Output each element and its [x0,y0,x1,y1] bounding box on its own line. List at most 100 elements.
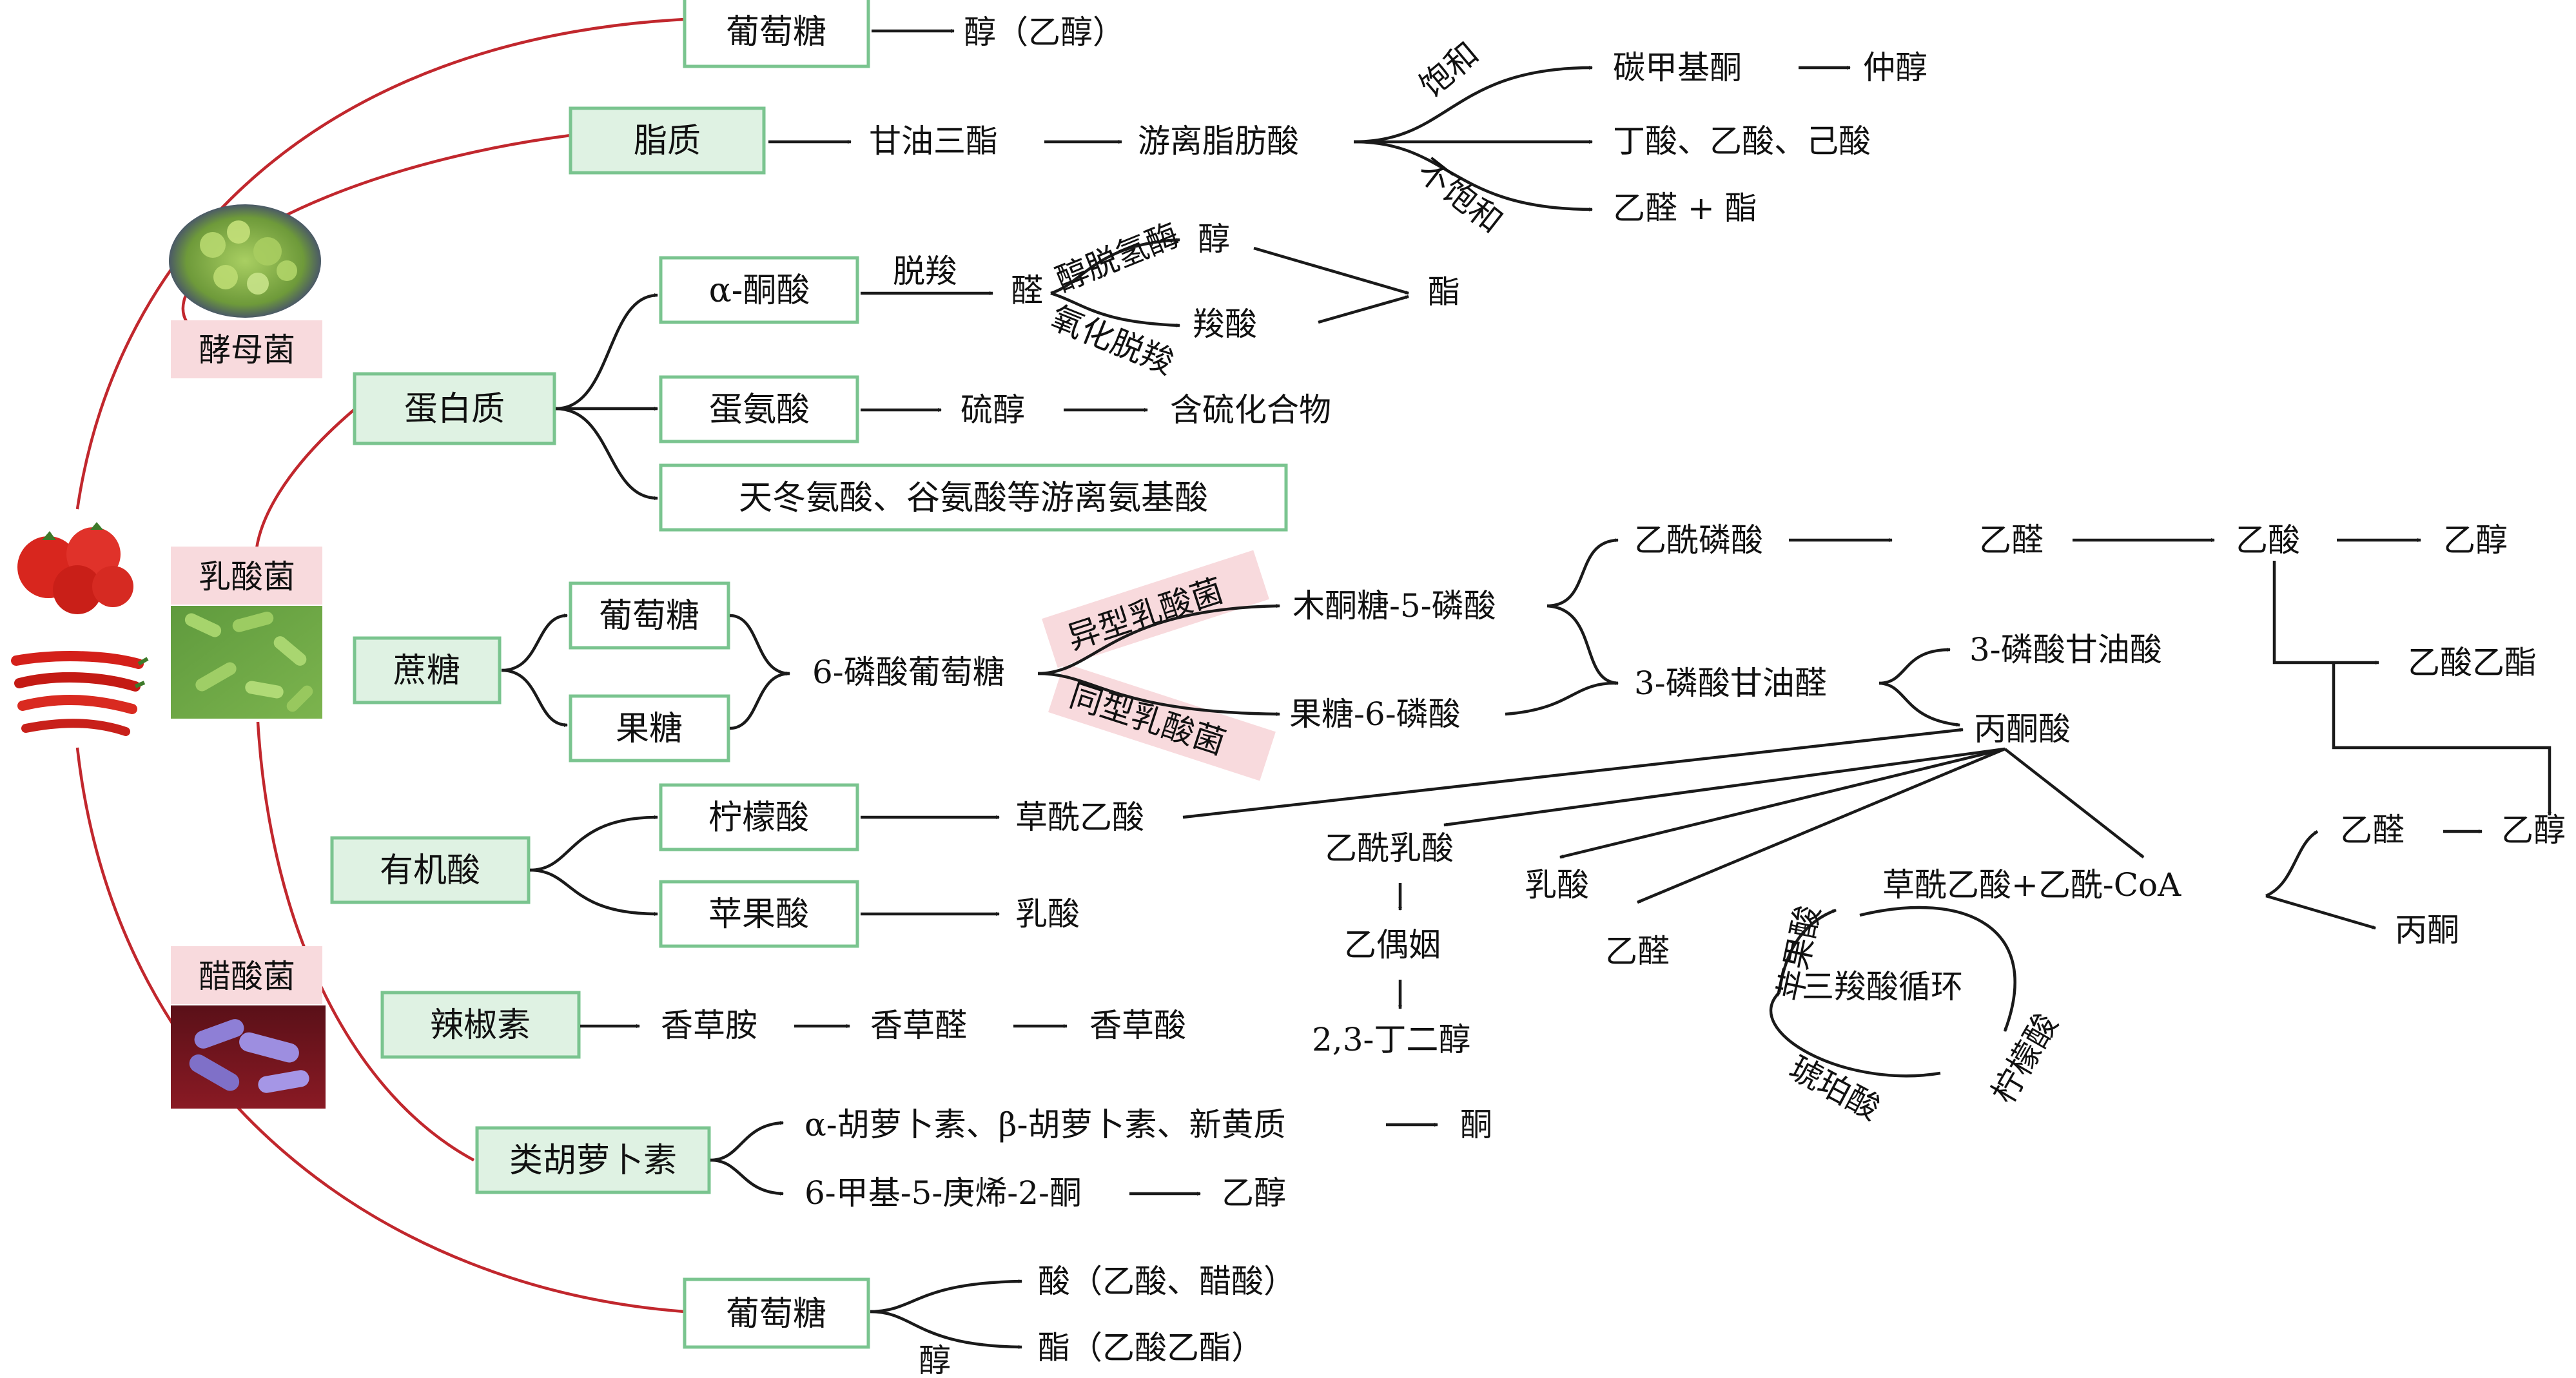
g6p-label: 6-磷酸葡萄糖 [812,654,1005,691]
lipid-step1: 甘油三酯 [869,122,998,160]
decarb-label: 脱羧 [893,253,957,290]
tca-label: 三羧酸循环 [1802,968,1963,1005]
aldehyde-label: 醛 [1011,272,1043,309]
acetylp-label: 乙酰磷酸 [1634,521,1763,559]
top-glucose-label: 葡萄糖 [726,13,826,52]
tca-succinic-label: 琥珀酸 [1783,1049,1886,1127]
acetoin-label: 乙偶姻 [1344,926,1441,964]
bottom-ester-label: 酯（乙酸乙酯） [1038,1329,1264,1366]
tca-citric-label: 柠檬酸 [1984,1007,2065,1110]
vanillic-label: 香草酸 [1089,1007,1186,1044]
butanediol-label: 2,3-丁二醇 [1312,1021,1470,1058]
sucrose-fructose-box [569,694,730,762]
link-acetic-glucose [75,747,685,1314]
lipid-label: 脂质 [634,122,701,160]
carboxylic-label: 羧酸 [1193,306,1257,343]
bottom-acid-label: 酸（乙酸、醋酸） [1038,1263,1296,1300]
x5p-label: 木酮糖-5-磷酸 [1293,587,1496,625]
link-lactic-carotenoid [256,721,475,1161]
bottom-glucose-box [683,1277,870,1349]
pf-r-ethanol-label: 乙醇 [2501,811,2566,849]
sucrose-fructose-label: 果糖 [616,710,683,748]
citric-label: 柠檬酸 [708,799,809,837]
amino-box [659,463,1288,532]
lipid-out1: 碳甲基酮 [1613,49,1742,86]
malic-label: 苹果酸 [708,895,809,934]
sulfur-label: 含硫化合物 [1170,391,1331,429]
hetero-label: 异型乳酸菌 [1063,572,1228,657]
suc-acetic-label: 乙酸 [2236,521,2300,559]
carotenoid-label: 类胡萝卜素 [509,1141,677,1180]
carotenoid-line1: α-胡萝卜素、β-胡萝卜素、新黄质 [805,1106,1285,1143]
chili-image [11,651,149,736]
yeast-image [169,204,321,318]
methionine-label: 蛋氨酸 [709,391,810,429]
dehydrogenase-label: 醇脱氢酶 [1051,216,1184,299]
organic-acid-box [330,836,531,904]
keto-label: α-酮酸 [709,271,810,310]
keto-box [659,256,859,324]
homo-label: 同型乳酸菌 [1065,677,1230,762]
tomato-image [17,522,133,614]
lipid-unsaturated: 不饱和 [1410,151,1510,240]
capsaicin-label: 辣椒素 [430,1006,531,1045]
vanillylamine-label: 香草胺 [661,1007,757,1044]
oxac-coa-label: 草酰乙酸+乙酰-CoA [1882,866,2181,904]
vanillin-label: 香草醛 [870,1007,967,1044]
oxid-label: 氧化脱羧 [1046,299,1179,382]
top-glucose-box [683,0,870,68]
acetic-label: 醋酸菌 [199,958,295,995]
f6p-label: 果糖-6-磷酸 [1289,695,1461,733]
sucrose-glucose-label: 葡萄糖 [599,597,699,636]
lipid-out3: 乙醛 + 酯 [1613,189,1757,227]
lactic-image [171,606,322,719]
pyruvate-label: 丙酮酸 [1974,710,2071,748]
ester-label: 酯 [1428,273,1460,311]
sucrose-label: 蔗糖 [393,652,460,690]
lipid-out1b: 仲醇 [1863,49,1927,86]
tca-cycle: 三羧酸循环 苹果酸 柠檬酸 琥珀酸 [1769,902,2065,1127]
carotenoid-box [475,1126,711,1194]
yeast-label: 酵母菌 [199,331,295,369]
pf-r-acetaldehyde-label: 乙醛 [2340,811,2405,849]
sucrose-glucose-box [569,581,730,650]
lactic-label-bg [171,547,322,605]
glyceric-label: 3-磷酸甘油酸 [1969,631,2162,668]
carotenoid-line2-out: 乙醇 [1222,1174,1286,1212]
organic-acid-label: 有机酸 [380,851,480,890]
thiol-label: 硫醇 [961,391,1025,429]
oa-lactic-label: 乳酸 [1015,895,1080,933]
citric-box [659,783,859,851]
malic-box [659,880,859,948]
lipid-step2: 游离脂肪酸 [1138,122,1299,160]
acetic-label-bg [171,946,322,1004]
acetone-label: 丙酮 [2395,911,2459,949]
sucrose-box [353,636,502,704]
yeast-label-bg [171,320,322,378]
carotenoid-line2: 6-甲基-5-庚烯-2-酮 [805,1174,1082,1212]
methionine-box [659,375,859,443]
pf-acetaldehyde-label: 乙醛 [1605,933,1670,970]
g3p-label: 3-磷酸甘油醛 [1634,665,1827,702]
suc-acetaldehyde-label: 乙醛 [1979,521,2044,559]
bottom-alcohol-label: 醇 [919,1342,951,1378]
amino-label: 天冬氨酸、谷氨酸等游离氨基酸 [739,479,1208,518]
pf-lactic-label: 乳酸 [1525,866,1589,904]
capsaicin-box [380,991,581,1059]
suc-ethanol-label: 乙醇 [2443,521,2508,559]
microbe-links [75,17,685,1314]
lipid-box [569,106,766,175]
protein-box [353,372,556,445]
lipid-out2: 丁酸、乙酸、己酸 [1613,122,1871,160]
carotenoid-line1-out: 酮 [1460,1106,1492,1143]
acetic-image [171,1005,326,1109]
lactic-label: 乳酸菌 [199,558,295,596]
link-yeast-glucose [75,17,685,510]
alcohol-label: 醇 [1198,220,1230,258]
oxaloacetate-label: 草酰乙酸 [1015,799,1144,836]
bottom-glucose-label: 葡萄糖 [726,1295,826,1334]
top-glucose-product: 醇（乙醇） [964,14,1125,51]
ethylacetate-label: 乙酸乙酯 [2408,644,2537,681]
